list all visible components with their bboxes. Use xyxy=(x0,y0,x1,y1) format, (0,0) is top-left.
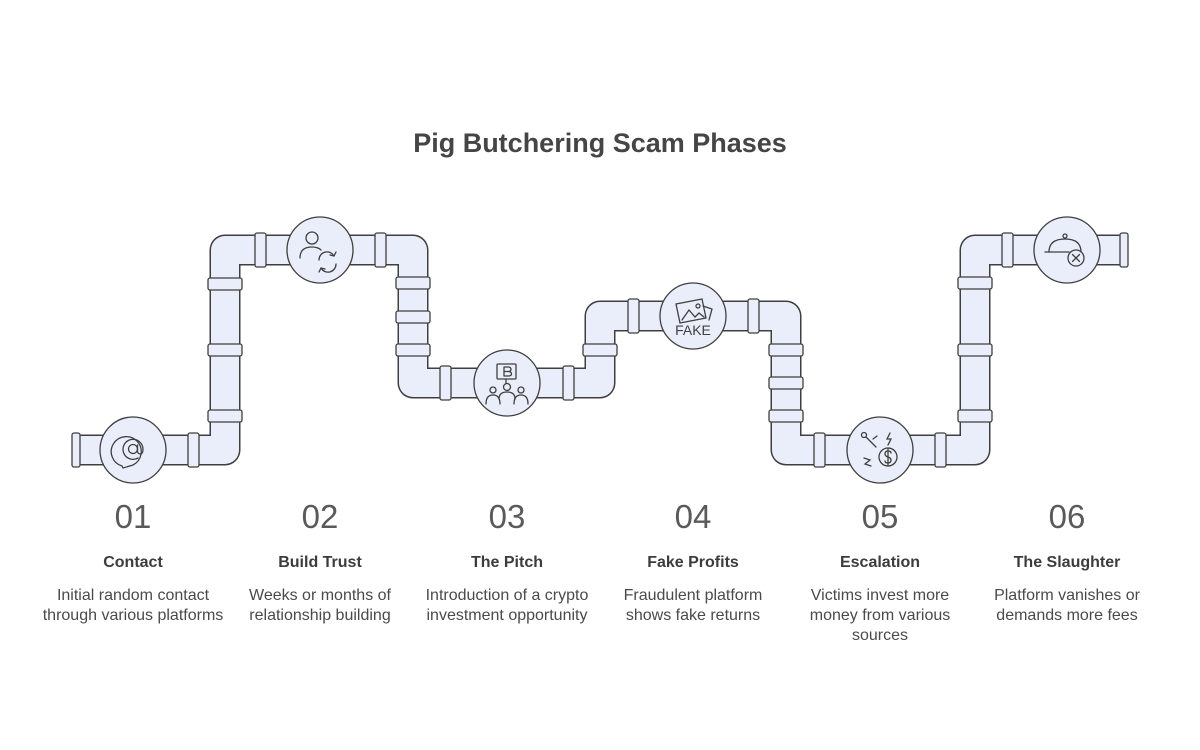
step-number: 02 xyxy=(301,498,339,535)
step-number: 01 xyxy=(114,498,152,535)
step-description: Initial random contact through various p… xyxy=(42,587,224,624)
step-5: 05 Escalation Victims invest more money … xyxy=(787,495,973,646)
station-1 xyxy=(99,416,167,484)
cloche-cancel-icon xyxy=(1044,233,1085,267)
step-3: 03 The Pitch Introduction of a crypto in… xyxy=(414,495,600,626)
pipe-couplings-vertical xyxy=(207,276,993,423)
step-number: 04 xyxy=(674,498,712,535)
station-4 xyxy=(659,282,727,350)
station-6 xyxy=(1033,216,1101,284)
pipe-end-cap-right xyxy=(1119,232,1129,268)
pipe-end-cap-left xyxy=(71,432,81,468)
step-title: The Pitch xyxy=(470,554,543,571)
step-number: 05 xyxy=(861,498,899,535)
step-title: The Slaughter xyxy=(1013,554,1121,571)
station-2 xyxy=(286,216,354,284)
step-description: Introduction of a crypto investment oppo… xyxy=(425,587,589,624)
pipe-couplings-horizontal xyxy=(187,232,1014,468)
step-number: 06 xyxy=(1048,498,1086,535)
at-sign-chat-icon xyxy=(110,436,144,469)
step-1: 01 Contact Initial random contact throug… xyxy=(40,495,226,626)
station-5 xyxy=(846,416,914,484)
step-title: Contact xyxy=(103,554,163,571)
step-title: Fake Profits xyxy=(647,554,739,571)
step-2: 02 Build Trust Weeks or months of relati… xyxy=(227,495,413,626)
step-4: 04 Fake Profits Fraudulent platform show… xyxy=(600,495,786,626)
step-number: 03 xyxy=(488,498,526,535)
step-description: Fraudulent platform shows fake returns xyxy=(623,587,763,624)
step-title: Escalation xyxy=(839,554,921,571)
step-description: Victims invest more money from various s… xyxy=(809,587,951,644)
diagram-title: Pig Butchering Scam Phases xyxy=(413,128,787,158)
step-description: Weeks or months of relationship building xyxy=(249,587,391,624)
step-title: Build Trust xyxy=(278,554,362,571)
step-description: Platform vanishes or demands more fees xyxy=(994,587,1140,624)
step-6: 06 The Slaughter Platform vanishes or de… xyxy=(974,495,1160,626)
money-spark-icon xyxy=(860,431,898,467)
fake-image-icon xyxy=(675,298,713,324)
fake-label: FAKE xyxy=(675,322,711,338)
user-refresh-icon xyxy=(299,231,337,273)
bitcoin-audience-icon xyxy=(485,363,529,405)
